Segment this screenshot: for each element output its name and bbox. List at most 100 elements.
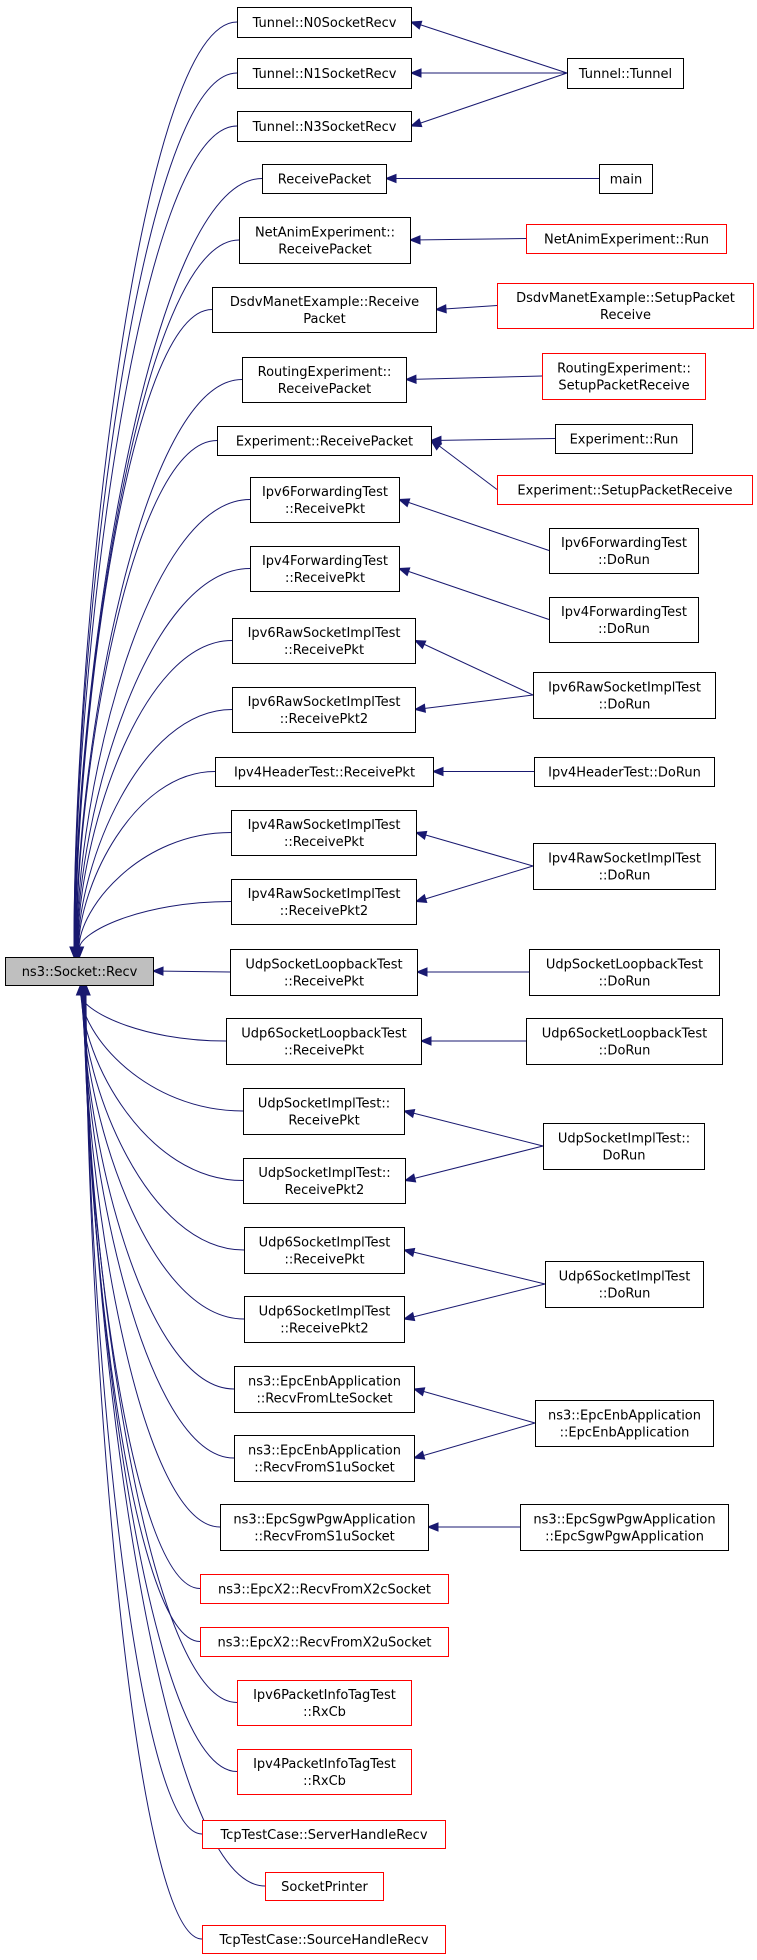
outer-caller-node-label: SetupPacketReceive	[558, 379, 689, 394]
caller-node-label: TcpTestCase::SourceHandleRecv	[218, 1933, 428, 1948]
caller-node-label: Packet	[303, 312, 346, 327]
caller-node-n22[interactable]: ns3::EpcEnbApplication::RecvFromLteSocke…	[234, 1366, 415, 1413]
caller-node-n25[interactable]: ns3::EpcX2::RecvFromX2cSocket	[200, 1574, 449, 1604]
caller-node-n19[interactable]: UdpSocketImplTest::ReceivePkt2	[243, 1158, 406, 1204]
caller-node-n6[interactable]: DsdvManetExample::ReceivePacket	[212, 287, 437, 333]
outer-caller-node-label: Ipv6RawSocketImplTest	[548, 681, 701, 696]
outer-caller-node-o10[interactable]: Ipv6RawSocketImplTest::DoRun	[533, 672, 716, 719]
caller-node-box	[242, 357, 407, 403]
caller-node-label: Ipv6RawSocketImplTest	[248, 695, 401, 710]
edge-o9-to-n10	[399, 568, 550, 620]
outer-caller-node-o4[interactable]: DsdvManetExample::SetupPacketReceive	[497, 283, 754, 329]
edge-o15-to-n19-arrow	[403, 1173, 417, 1183]
edge-o1-to-n1	[411, 21, 568, 74]
edge-o16-to-n20-arrow	[402, 1247, 416, 1258]
outer-caller-node-label: ::DoRun	[599, 975, 651, 990]
edge-o18-to-n24-arrow	[426, 1522, 439, 1532]
caller-node-box	[237, 1749, 412, 1795]
outer-caller-node-o3[interactable]: NetAnimExperiment::Run	[526, 224, 727, 254]
outer-caller-node-box	[549, 597, 699, 643]
caller-node-n9[interactable]: Ipv6ForwardingTest::ReceivePkt	[250, 477, 400, 523]
root-node-root[interactable]: ns3::Socket::Recv	[5, 957, 154, 986]
outer-caller-node-o14[interactable]: Udp6SocketLoopbackTest::DoRun	[526, 1018, 723, 1065]
caller-node-n31[interactable]: TcpTestCase::SourceHandleRecv	[202, 1925, 446, 1954]
edge-o2-to-n4-arrow	[384, 173, 397, 184]
caller-node-n15[interactable]: Ipv4RawSocketImplTest::ReceivePkt2	[231, 879, 417, 925]
outer-caller-node-o6[interactable]: Experiment::Run	[555, 424, 693, 454]
caller-node-n10[interactable]: Ipv4ForwardingTest::ReceivePkt	[250, 546, 400, 592]
caller-node-box	[265, 1872, 384, 1901]
caller-node-n2[interactable]: Tunnel::N1SocketRecv	[237, 58, 412, 89]
outer-caller-node-o11[interactable]: Ipv4HeaderTest::DoRun	[534, 757, 715, 787]
caller-node-n20[interactable]: Udp6SocketImplTest::ReceivePkt	[244, 1227, 405, 1274]
edge-o12-to-n14	[416, 832, 534, 867]
caller-node-n5[interactable]: NetAnimExperiment::ReceivePacket	[239, 217, 411, 264]
outer-caller-node-box	[533, 843, 716, 890]
caller-node-n8[interactable]: Experiment::ReceivePacket	[217, 426, 432, 456]
caller-node-n18[interactable]: UdpSocketImplTest::ReceivePkt	[243, 1088, 405, 1135]
outer-caller-node-box	[529, 949, 720, 996]
outer-caller-node-label: ::EpcSgwPgwApplication	[545, 1530, 704, 1545]
outer-caller-node-o1[interactable]: Tunnel::Tunnel	[567, 58, 684, 89]
outer-caller-node-o8[interactable]: Ipv6ForwardingTest::DoRun	[549, 528, 699, 574]
caller-node-n14[interactable]: Ipv4RawSocketImplTest::ReceivePkt	[231, 810, 417, 856]
edge-o16-to-n21	[404, 1283, 546, 1320]
outer-caller-node-box	[599, 164, 653, 194]
caller-node-n29[interactable]: TcpTestCase::ServerHandleRecv	[202, 1820, 446, 1849]
edge-n16-to-root	[153, 970, 231, 973]
caller-node-n11[interactable]: Ipv6RawSocketImplTest::ReceivePkt	[232, 618, 416, 664]
edge-o4-to-n6	[436, 305, 498, 310]
caller-node-label: Experiment::ReceivePacket	[236, 435, 413, 450]
outer-caller-node-label: RoutingExperiment::	[557, 362, 691, 377]
outer-caller-node-o5[interactable]: RoutingExperiment::SetupPacketReceive	[542, 353, 706, 400]
caller-node-n12[interactable]: Ipv6RawSocketImplTest::ReceivePkt2	[232, 687, 416, 733]
edge-o17-to-n22-arrow	[412, 1387, 426, 1397]
caller-node-label: Ipv6RawSocketImplTest	[248, 626, 401, 641]
caller-node-n28[interactable]: Ipv4PacketInfoTagTest::RxCb	[237, 1749, 412, 1795]
outer-caller-node-o13[interactable]: UdpSocketLoopbackTest::DoRun	[529, 949, 720, 996]
outer-caller-node-o7[interactable]: Experiment::SetupPacketReceive	[497, 475, 753, 505]
edge-n20-to-root	[81, 993, 245, 1251]
edge-o10-to-n11	[415, 640, 534, 696]
edge-o1-to-n3	[411, 72, 568, 127]
caller-node-n30[interactable]: SocketPrinter	[265, 1872, 384, 1901]
edge-o3-to-n5-arrow	[408, 235, 421, 245]
caller-node-box	[215, 757, 434, 787]
caller-node-label: ReceivePacket	[278, 382, 371, 397]
caller-node-box	[243, 1158, 406, 1204]
caller-node-n24[interactable]: ns3::EpcSgwPgwApplication::RecvFromS1uSo…	[220, 1504, 429, 1551]
caller-node-label: ns3::EpcX2::RecvFromX2uSocket	[217, 1636, 431, 1651]
outer-caller-node-box	[533, 672, 716, 719]
outer-caller-node-label: ::DoRun	[598, 622, 650, 637]
caller-node-n3[interactable]: Tunnel::N3SocketRecv	[237, 111, 412, 142]
caller-node-box	[202, 1925, 446, 1954]
edge-n5-to-root	[74, 239, 240, 949]
edge-o1-to-n3-arrow	[409, 118, 423, 128]
caller-node-n27[interactable]: Ipv6PacketInfoTagTest::RxCb	[237, 1680, 412, 1726]
caller-node-n23[interactable]: ns3::EpcEnbApplication::RecvFromS1uSocke…	[234, 1435, 415, 1482]
outer-caller-node-o18[interactable]: ns3::EpcSgwPgwApplication::EpcSgwPgwAppl…	[520, 1504, 729, 1551]
caller-node-n13[interactable]: Ipv4HeaderTest::ReceivePkt	[215, 757, 434, 787]
caller-node-n17[interactable]: Udp6SocketLoopbackTest::ReceivePkt	[226, 1018, 422, 1065]
caller-node-n21[interactable]: Udp6SocketImplTest::ReceivePkt2	[244, 1296, 405, 1343]
caller-node-label: UdpSocketImplTest::	[258, 1097, 390, 1112]
outer-caller-node-o9[interactable]: Ipv4ForwardingTest::DoRun	[549, 597, 699, 643]
outer-caller-node-label: ::DoRun	[599, 1044, 651, 1059]
edge-n13-to-root	[78, 771, 216, 949]
caller-node-box	[250, 477, 400, 523]
outer-caller-node-o2[interactable]: main	[599, 164, 653, 194]
caller-node-n4[interactable]: ReceivePacket	[262, 164, 387, 194]
edge-n11-to-root	[77, 640, 233, 949]
outer-caller-node-o15[interactable]: UdpSocketImplTest::DoRun	[543, 1123, 705, 1170]
outer-caller-node-o16[interactable]: Udp6SocketImplTest::DoRun	[545, 1261, 704, 1308]
outer-caller-node-o12[interactable]: Ipv4RawSocketImplTest::DoRun	[533, 843, 716, 890]
caller-node-n16[interactable]: UdpSocketLoopbackTest::ReceivePkt	[230, 949, 418, 996]
caller-node-box	[200, 1627, 449, 1657]
caller-node-n7[interactable]: RoutingExperiment::ReceivePacket	[242, 357, 407, 403]
outer-caller-node-label: NetAnimExperiment::Run	[544, 233, 709, 248]
caller-node-n26[interactable]: ns3::EpcX2::RecvFromX2uSocket	[200, 1627, 449, 1657]
edge-o9-to-n10-arrow	[397, 567, 411, 577]
edge-n29-to-root	[85, 993, 203, 1835]
caller-node-n1[interactable]: Tunnel::N0SocketRecv	[237, 7, 412, 38]
outer-caller-node-o17[interactable]: ns3::EpcEnbApplication::EpcEnbApplicatio…	[535, 1400, 714, 1447]
